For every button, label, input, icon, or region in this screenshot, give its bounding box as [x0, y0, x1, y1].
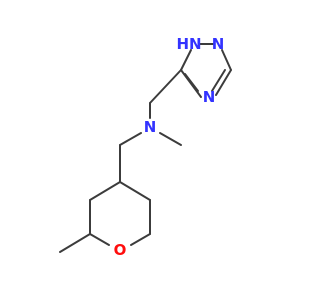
atom-n2: N [212, 35, 225, 53]
bond-c6-o [130, 233, 151, 246]
bond-n4-c5 [180, 69, 202, 98]
atom-n1h: HN [176, 35, 201, 53]
atom-labels: HN N N N O [114, 35, 225, 259]
bond-n-methyl [159, 132, 182, 146]
bond-n4-c5-double [184, 73, 199, 92]
atom-n4: N [203, 88, 216, 106]
bond-c2-methyl [59, 233, 91, 253]
bond-c3-n4 [215, 69, 232, 96]
bond-n2-c3 [221, 49, 232, 71]
bond-c5-ch2 [149, 69, 182, 104]
linker-bonds [119, 69, 182, 183]
bond-c5-n1 [180, 49, 192, 71]
atom-ring-o: O [114, 241, 127, 259]
molecule-diagram: HN N N N O [59, 35, 232, 259]
structure-svg: HN N N N O [59, 35, 232, 259]
oxane-ring [59, 181, 151, 253]
bond-n-ch2 [119, 132, 142, 146]
triazole-ring [180, 43, 232, 98]
bond-c3-c4 [89, 181, 121, 201]
atom-amine-n: N [144, 118, 157, 136]
bond-c3-n4-double [211, 69, 226, 92]
bond-c4-c5 [119, 181, 151, 201]
bond-o-c2 [89, 233, 110, 246]
